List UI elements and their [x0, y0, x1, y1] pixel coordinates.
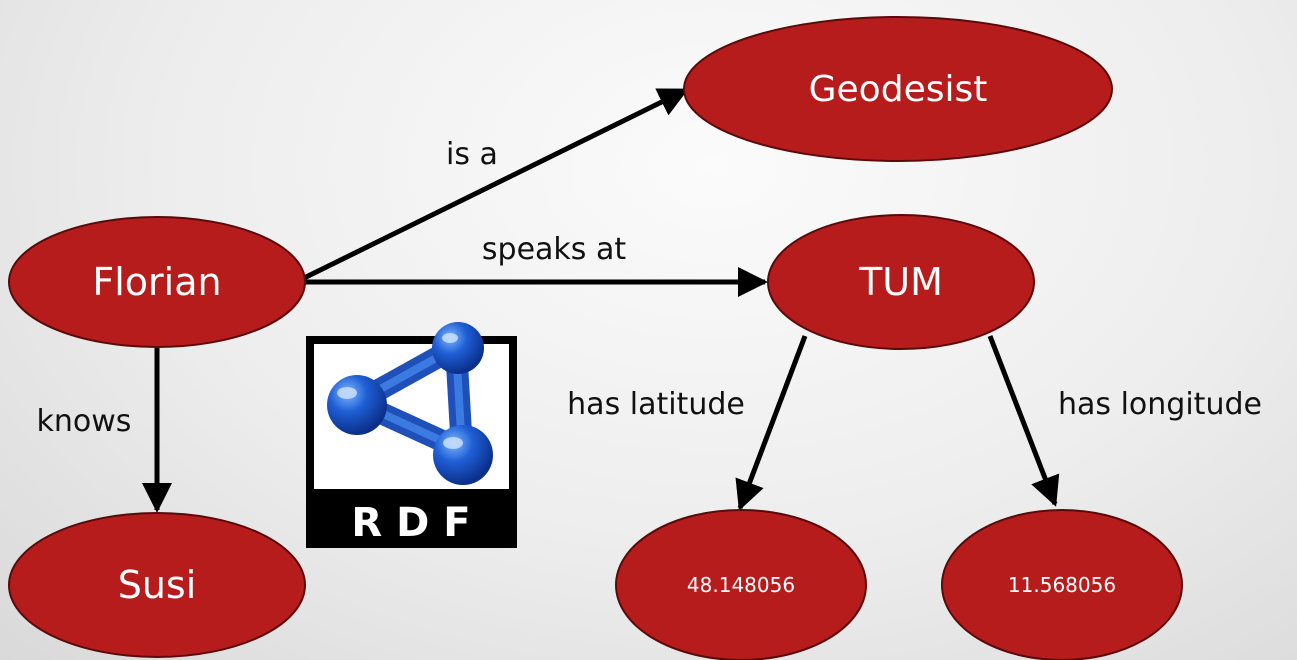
rdf-logo: R D F [306, 322, 517, 548]
label-has-longitude: has longitude [1058, 387, 1262, 422]
rdf-ball-top [432, 322, 484, 374]
label-has-latitude: has latitude [567, 387, 745, 422]
node-florian: Florian [8, 216, 306, 348]
node-label-florian: Florian [92, 260, 221, 304]
label-is-a: is a [446, 137, 498, 172]
rdf-logo-text: R D F [351, 500, 470, 546]
edges [142, 87, 1060, 513]
nodes: Geodesist Florian TUM Susi 48.148056 11.… [8, 16, 1183, 660]
node-label-geodesist: Geodesist [809, 69, 988, 110]
rdf-ball-bottom [433, 425, 493, 485]
node-label-latitude-value: 48.148056 [687, 573, 795, 597]
edge-has-latitude [735, 335, 808, 511]
node-longitude-value: 11.568056 [941, 509, 1183, 660]
node-geodesist: Geodesist [683, 16, 1113, 162]
edge-labels: is a speaks at knows has latitude has lo… [37, 137, 1262, 439]
node-label-tum: TUM [858, 260, 943, 304]
node-latitude-value: 48.148056 [615, 509, 867, 660]
node-susi: Susi [8, 512, 306, 658]
node-tum: TUM [767, 214, 1035, 350]
label-speaks-at: speaks at [482, 232, 626, 267]
edge-is-a [298, 87, 689, 283]
rdf-ball-left [327, 375, 387, 435]
label-knows: knows [37, 404, 132, 439]
edge-has-longitude [987, 335, 1060, 507]
node-label-longitude-value: 11.568056 [1008, 573, 1116, 597]
node-label-susi: Susi [118, 563, 197, 607]
